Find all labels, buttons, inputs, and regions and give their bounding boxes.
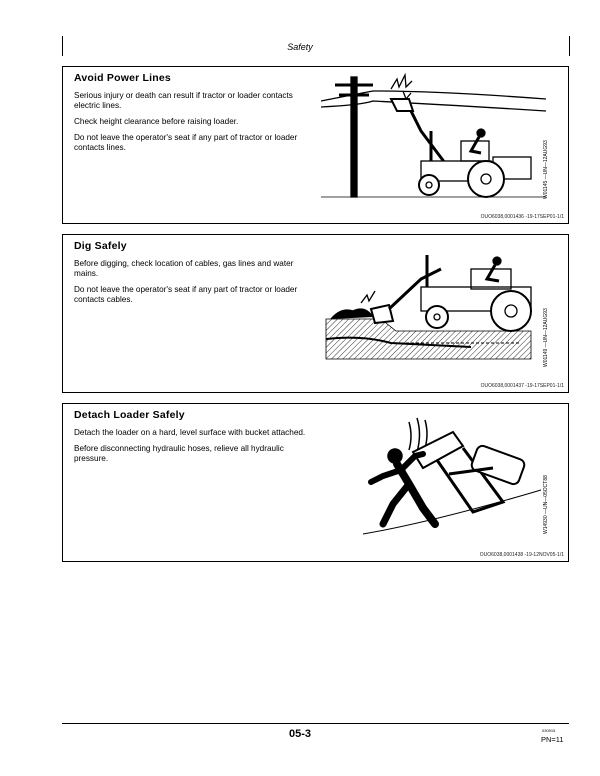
section-body: Serious injury or death can result if tr… xyxy=(74,91,309,159)
page-number: 05-3 xyxy=(288,728,312,740)
section-heading: Dig Safely xyxy=(74,240,127,252)
paragraph: Before disconnecting hydraulic hoses, re… xyxy=(74,444,284,463)
section-heading: Avoid Power Lines xyxy=(74,72,171,84)
paragraph: Check height clearance before raising lo… xyxy=(74,117,239,126)
header-rule-right xyxy=(569,36,570,56)
digging-tractor-illustration xyxy=(325,255,532,360)
paragraph: Serious injury or death can result if tr… xyxy=(74,91,293,110)
page-section-title: Safety xyxy=(287,42,313,52)
reference-code: OUO6038,0001436 -19-17SEP01-1/1 xyxy=(480,214,564,220)
paragraph: Do not leave the operator's seat if any … xyxy=(74,285,298,304)
reference-code: OUO6038,0001438 -19-12NOV05-1/1 xyxy=(479,552,564,558)
image-code: W14930 —UN—05OCT88 xyxy=(543,475,549,534)
paragraph: Do not leave the operator's seat if any … xyxy=(74,133,298,152)
section-dig-safely: Dig Safely Before digging, check locatio… xyxy=(62,234,569,393)
section-heading: Detach Loader Safely xyxy=(74,409,185,421)
footer-pn: PN=11 xyxy=(541,735,564,744)
footer-rule xyxy=(62,723,569,724)
section-body: Detach the loader on a hard, level surfa… xyxy=(74,428,309,470)
power-line-tractor-illustration xyxy=(321,72,546,198)
paragraph: Detach the loader on a hard, level surfa… xyxy=(74,428,306,437)
paragraph: Before digging, check location of cables… xyxy=(74,259,294,278)
footer-small-code: 030915 xyxy=(542,728,556,733)
reference-code: OUO6038,0001437 -19-17SEP01-1/1 xyxy=(480,383,564,389)
section-body: Before digging, check location of cables… xyxy=(74,259,309,311)
image-code: W01149 —UN—12AUG93 xyxy=(543,308,549,367)
header-rule-left xyxy=(62,36,63,56)
loader-tipping-person-illustration xyxy=(362,417,542,535)
section-detach-loader-safely: Detach Loader Safely Detach the loader o… xyxy=(62,403,569,562)
section-avoid-power-lines: Avoid Power Lines Serious injury or deat… xyxy=(62,66,569,224)
image-code: W01145 —UN—12AUG93 xyxy=(543,140,549,199)
